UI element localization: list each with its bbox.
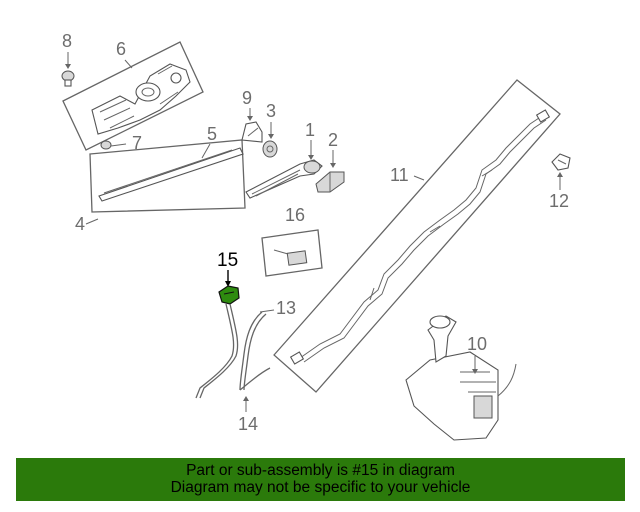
part-16-connector-box <box>261 229 323 277</box>
part-7-nut: 7 <box>100 133 142 153</box>
part-1-wiper-arm <box>245 159 323 199</box>
callout-13: 13 <box>276 298 296 318</box>
callout-6: 6 <box>116 39 126 59</box>
callout-15: 15 <box>217 250 238 271</box>
part-4-wiper-blade-box <box>89 139 246 213</box>
callout-11: 11 <box>390 165 409 185</box>
part-3-nut <box>262 140 278 158</box>
callout-4: 4 <box>75 214 85 234</box>
part-8-bolt: 8 <box>61 31 75 87</box>
banner-line-2: Diagram may not be specific to your vehi… <box>170 479 471 496</box>
parts-diagram: 6 8 7 5 4 1 2 3 <box>61 31 571 441</box>
callout-9: 9 <box>242 88 252 108</box>
part-13-14-hoses <box>195 303 271 399</box>
info-banner: Part or sub-assembly is #15 in diagram D… <box>16 458 625 501</box>
callout-10: 10 <box>467 334 487 354</box>
callout-12: 12 <box>549 191 569 211</box>
part-15-highlighted-connector: 15 <box>217 250 240 305</box>
part-10-washer-reservoir <box>405 315 517 441</box>
part-2-cap <box>315 171 345 193</box>
callout-2: 2 <box>328 130 338 150</box>
callout-8: 8 <box>62 31 72 51</box>
callout-1: 1 <box>305 120 315 140</box>
part-11-hose-panel <box>273 79 561 393</box>
callout-5: 5 <box>207 124 217 144</box>
callout-3: 3 <box>266 101 276 121</box>
part-6-wiper-motor-panel <box>62 41 204 151</box>
banner-line-1: Part or sub-assembly is #15 in diagram <box>186 462 455 479</box>
callout-16: 16 <box>285 205 305 225</box>
callout-7: 7 <box>132 133 142 153</box>
part-9-cap <box>241 121 263 143</box>
callout-14: 14 <box>238 414 258 434</box>
part-12-nozzle <box>551 153 571 171</box>
